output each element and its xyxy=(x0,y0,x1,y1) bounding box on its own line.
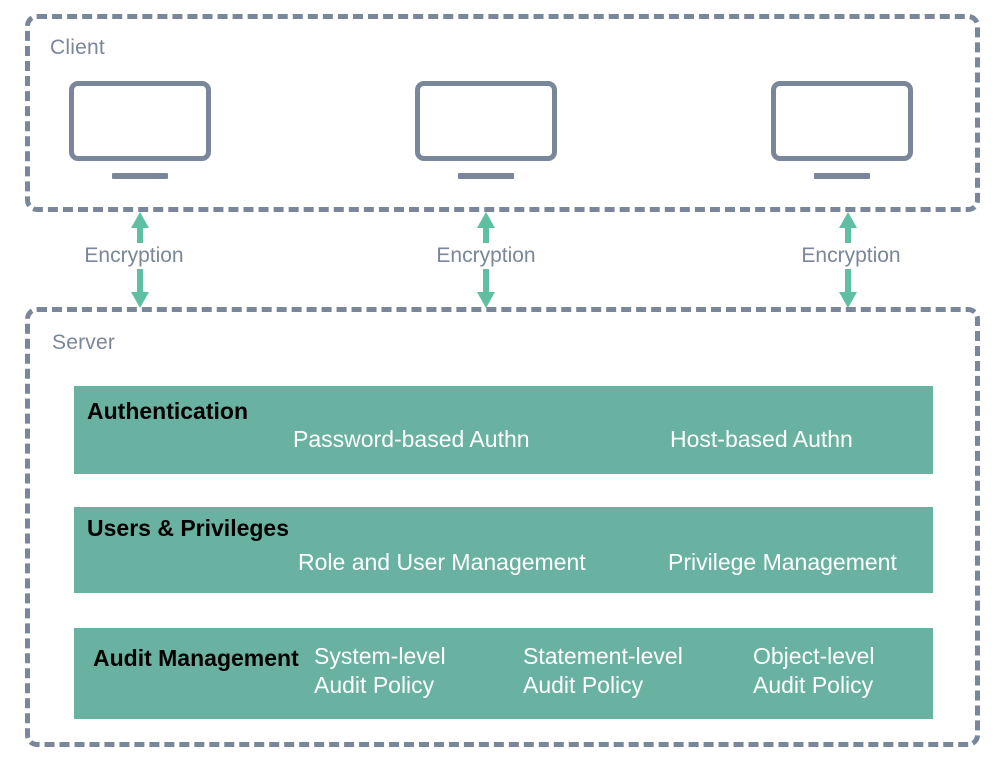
monitor-stand xyxy=(458,173,514,179)
authentication-bar: Authentication Password-based Authn Host… xyxy=(74,386,933,474)
authentication-item-password-based-authn: Password-based Authn xyxy=(293,426,530,452)
monitor-screen xyxy=(69,81,211,161)
users-privileges-bar-title: Users & Privileges xyxy=(87,515,290,541)
users-privileges-bar: Users & Privileges Role and User Managem… xyxy=(74,507,933,593)
monitor-screen xyxy=(771,81,913,161)
authentication-bar-title: Authentication xyxy=(87,398,248,424)
server-group-label: Server xyxy=(52,331,116,354)
client-group-box xyxy=(25,14,980,212)
client-monitor-2-icon xyxy=(415,81,557,183)
audit-management-bar-title: Audit Management xyxy=(93,645,299,671)
monitor-screen xyxy=(415,81,557,161)
encryption-label-1: Encryption xyxy=(80,243,188,269)
client-group-label: Client xyxy=(50,36,105,59)
monitor-stand xyxy=(112,173,168,179)
server-group-box xyxy=(25,307,980,747)
users-item-role-and-user-management: Role and User Management xyxy=(298,549,586,575)
encryption-label-2: Encryption xyxy=(432,243,540,269)
users-item-privilege-management: Privilege Management xyxy=(668,549,897,575)
client-monitor-3-icon xyxy=(771,81,913,183)
encryption-label-3: Encryption xyxy=(797,243,905,269)
client-monitor-1-icon xyxy=(69,81,211,183)
authentication-item-host-based-authn: Host-based Authn xyxy=(670,426,853,452)
monitor-stand xyxy=(814,173,870,179)
